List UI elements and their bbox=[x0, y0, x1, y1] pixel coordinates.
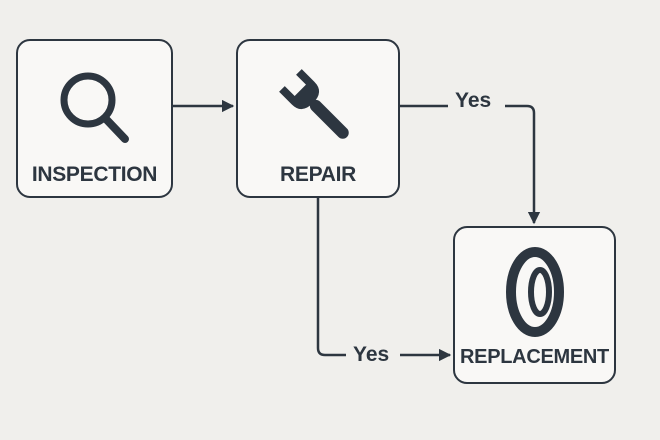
edge-repair-to-replacement-bottom bbox=[316, 198, 450, 355]
node-repair-label: REPAIR bbox=[280, 163, 356, 186]
node-replacement: REPLACEMENT bbox=[453, 226, 616, 384]
magnifier-icon bbox=[18, 63, 171, 153]
edge-repair-to-replacement-top bbox=[400, 104, 534, 223]
node-inspection-label: INSPECTION bbox=[31, 163, 158, 186]
node-repair: REPAIR bbox=[236, 39, 400, 198]
edge-label-yes-top: Yes bbox=[452, 89, 495, 113]
node-inspection: INSPECTION bbox=[16, 39, 173, 198]
node-replacement-label: REPLACEMENT bbox=[460, 346, 609, 368]
edge-label-yes-bottom: Yes bbox=[350, 343, 393, 367]
tire-icon bbox=[455, 246, 614, 338]
wrench-icon bbox=[238, 63, 398, 153]
